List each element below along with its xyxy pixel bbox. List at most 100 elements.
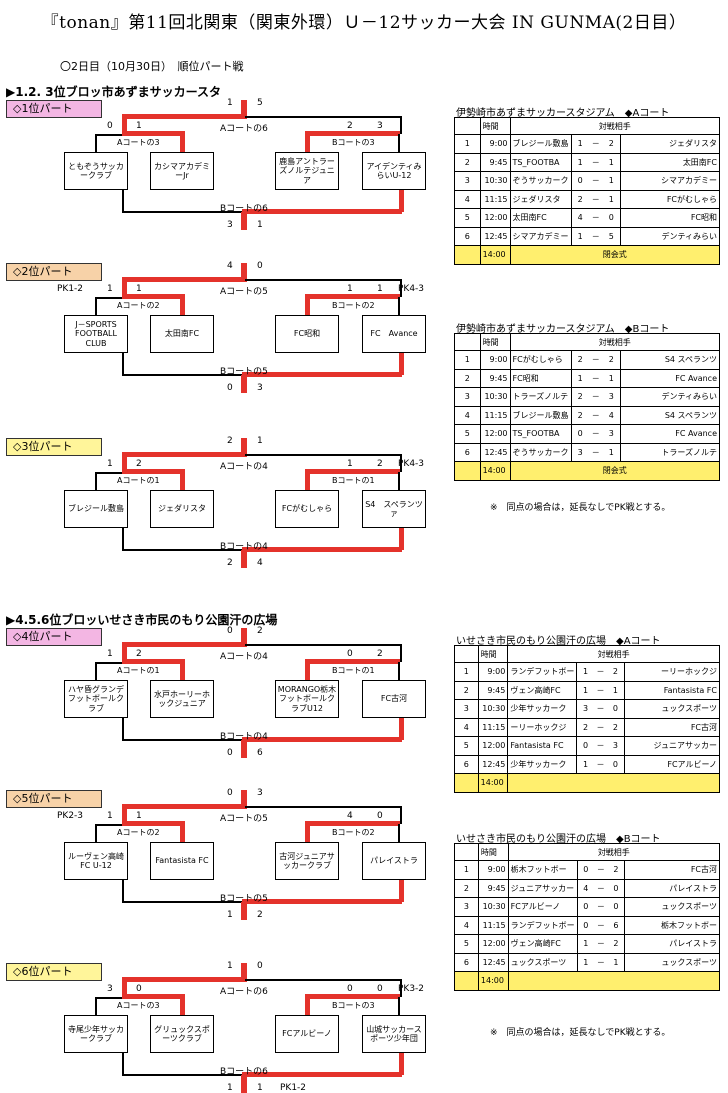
cell-away: ジェダリスタ: [619, 134, 721, 154]
bottom-drop-left: [122, 528, 124, 550]
semi-left-drop-a: [95, 134, 97, 152]
header-no: [454, 117, 481, 135]
semi-left-bar: [95, 472, 182, 474]
cell-time: 12:00: [479, 424, 511, 444]
cell-away: S4 スペランツ: [619, 350, 721, 370]
cell-time: 9:00: [477, 662, 509, 682]
semi-left-drop-b: [180, 131, 185, 153]
cell-home: ーリーホックジ: [507, 717, 578, 737]
cell-no: 5: [454, 208, 481, 228]
cell-away: パレイストラ: [624, 878, 720, 898]
semi-left-court: Aコートの3: [117, 1001, 160, 1010]
cell-no: 1: [454, 350, 481, 370]
pk-left: PK2-3: [57, 811, 84, 821]
semi-right-score-a: 4: [347, 811, 353, 821]
semi-left-bar: [95, 824, 182, 826]
top-score-right: 0: [257, 961, 263, 971]
cell-score-away: 3: [607, 736, 625, 756]
third-court-label: Bコートの6: [220, 1067, 268, 1077]
bottom-drop-left: [122, 1053, 124, 1075]
team-box: J－SPORTS FOOTBALL CLUB: [64, 315, 128, 353]
top-score-right: 0: [257, 261, 263, 271]
cell-score-home: 3: [571, 442, 589, 462]
cell-home: トラーズノルテ: [509, 387, 572, 407]
cell-away: ュックスポーツ: [623, 699, 721, 719]
bottom-score-right: 6: [257, 748, 263, 758]
cell-time: 11:15: [477, 717, 509, 737]
cell-time: 11:15: [479, 189, 511, 209]
cell-no: 3: [454, 171, 481, 191]
semi-left-drop-b: [180, 659, 185, 681]
part-badge: ◇5位パート: [6, 790, 102, 808]
cell-home: ランデフットボー: [507, 915, 578, 935]
team-box: FC昭和: [275, 315, 339, 353]
final-court-label: Aコートの5: [220, 814, 268, 824]
top-score-right: 5: [257, 98, 263, 108]
cell-score-away: 0: [607, 878, 625, 898]
team-box: 寺尾少年サッカークラブ: [64, 1015, 128, 1053]
cell-score-away: 2: [602, 350, 621, 370]
semi-left-drop-a: [95, 297, 97, 315]
cell-home: ぞうサッカーク: [509, 171, 572, 191]
team-box: FC Avance: [362, 315, 426, 353]
semi-left-bar-red: [122, 131, 182, 136]
closing-no: [454, 971, 479, 991]
semi-left-bar: [95, 297, 182, 299]
cell-no: 4: [454, 405, 481, 425]
semi-right-drop-b: [398, 824, 400, 842]
semi-right-court: Bコートの1: [332, 666, 375, 675]
cell-no: 3: [454, 699, 479, 719]
part-badge: ◇2位パート: [6, 263, 102, 281]
closing-row: 14:00: [454, 773, 720, 793]
cell-time: 9:45: [477, 680, 509, 700]
cell-score-away: 2: [607, 860, 625, 880]
semi-right-drop-b: [398, 472, 400, 490]
semi-right-score-a: 0: [347, 649, 353, 659]
team-box: ハヤ昏グランデフットボールクラブ: [64, 680, 128, 718]
semi-left-score-b: 1: [136, 284, 142, 294]
semi-left-drop-b: [180, 994, 185, 1016]
cell-home: FCアルビーノ: [507, 897, 578, 917]
cell-no: 1: [454, 134, 481, 154]
semi-left-drop-b: [180, 821, 185, 843]
cell-score-away: 0: [602, 208, 621, 228]
drop-right: [400, 644, 402, 662]
cell-score-away: 3: [602, 424, 621, 444]
cell-score-away: 2: [607, 662, 625, 682]
top-score-right: 3: [257, 788, 263, 798]
top-score-left: 2: [227, 436, 233, 446]
cell-dash: －: [593, 717, 608, 737]
cell-dash: －: [588, 226, 603, 246]
team-box: ともぞうサッカークラブ: [64, 152, 128, 190]
cell-away: FCアルビーノ: [623, 754, 721, 774]
cell-score-home: 0: [577, 860, 594, 880]
cell-score-home: 0: [577, 897, 594, 917]
cell-score-home: 2: [571, 387, 589, 407]
bottom-bar-left: [122, 1074, 244, 1076]
cell-score-away: 2: [607, 934, 625, 954]
semi-right-bar: [305, 297, 398, 299]
header-time: 時間: [479, 117, 511, 135]
pk-note-2: ※ 同点の場合は，延長なしでPK戦とする。: [490, 1028, 671, 1038]
cell-score-home: 1: [571, 368, 589, 388]
top-bar-right: [245, 806, 401, 808]
team-box: グリュックスポーツクラブ: [150, 1015, 214, 1053]
cell-dash: －: [588, 368, 603, 388]
team-box: S4 スペランツァ: [362, 490, 426, 528]
cell-score-away: 1: [602, 189, 621, 209]
team-box: 水戸ホーリーホックジュニア: [150, 680, 214, 718]
cell-home: ュックスポーツ: [507, 952, 578, 972]
closing-no: [454, 461, 481, 481]
cell-time: 9:00: [479, 134, 511, 154]
cell-no: 5: [454, 424, 481, 444]
bottom-drop-right: [399, 718, 401, 740]
cell-dash: －: [588, 134, 603, 154]
cell-no: 5: [454, 736, 479, 756]
semi-left-bar: [95, 997, 182, 999]
